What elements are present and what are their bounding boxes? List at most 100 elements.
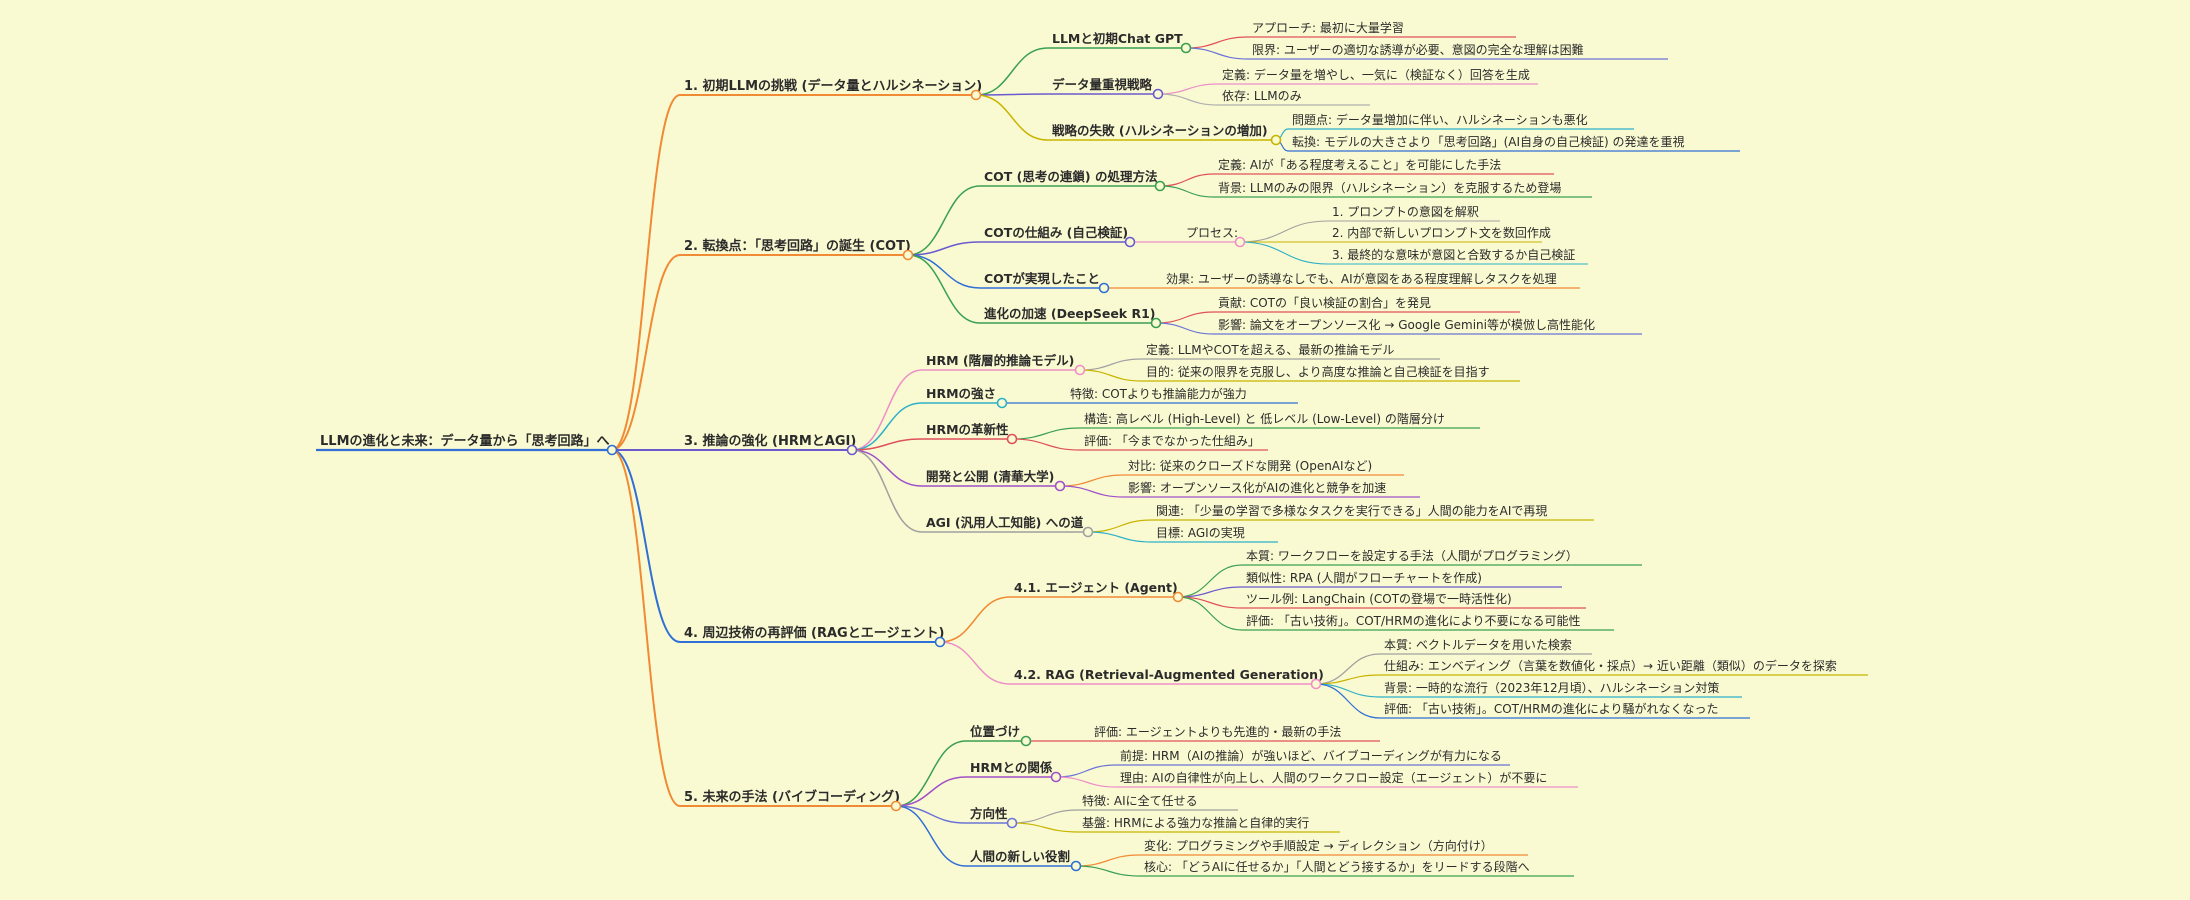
topic-collapse-toggle-2-1[interactable] [1154, 180, 1166, 192]
detail-3-3-2-label: 評価: 「今までなかった仕組み」 [1084, 433, 1260, 448]
topic-5-1-label: 位置づけ [970, 724, 1020, 739]
detail-edge-3-1-1 [1079, 358, 1143, 371]
topic-collapse-toggle-3-3[interactable] [1006, 433, 1018, 445]
detail-edge-5-2-2 [1055, 776, 1117, 788]
detail-edge-4-1-4 [1177, 596, 1243, 631]
topic-2-3-label: COTが実現したこと [984, 271, 1100, 286]
topic-collapse-toggle-1-2[interactable] [1152, 88, 1164, 100]
topic-3-1-label: HRM (階層的推論モデル) [926, 353, 1074, 368]
topic-edge-2-3 [907, 254, 981, 289]
detail-5-4-1-label: 変化: プログラミングや手順設定 → ディレクション（方向付け） [1144, 838, 1493, 853]
topic-collapse-toggle-3-2[interactable] [996, 397, 1008, 409]
topic-5-4-label: 人間の新しい役割 [970, 849, 1070, 864]
topic-collapse-toggle-3-5[interactable] [1082, 526, 1094, 538]
process-step-2-label: 2. 内部で新しいプロンプト文を数回作成 [1332, 225, 1551, 240]
detail-5-2-1-label: 前提: HRM（AIの推論）が強いほど、バイブコーディングが有力になる [1120, 748, 1502, 763]
detail-edge-5-3-1 [1011, 809, 1079, 824]
topic-edge-4-2 [939, 641, 1011, 685]
branch-1-label: 1. 初期LLMの挑戦 (データ量とハルシネーション) [684, 78, 982, 94]
branch-edge-5 [611, 449, 681, 807]
topic-collapse-toggle-5-1[interactable] [1020, 735, 1032, 747]
detail-edge-3-3-2 [1011, 438, 1081, 451]
topic-edge-5-3 [895, 805, 967, 824]
topic-edge-3-2 [851, 402, 923, 451]
detail-3-4-2-label: 影響: オープンソース化がAIの進化と競争を加速 [1128, 480, 1386, 495]
root-collapse-toggle[interactable] [606, 444, 618, 456]
topic-collapse-toggle-5-4[interactable] [1070, 860, 1082, 872]
topic-1-3-label: 戦略の失敗 (ハルシネーションの増加) [1052, 123, 1268, 138]
branch-2-label: 2. 転換点：「思考回路」の誕生 (COT) [684, 238, 911, 254]
detail-3-1-2-label: 目的: 従来の限界を克服し、より高度な推論と自己検証を目指す [1146, 364, 1490, 379]
detail-4-2-4-label: 評価: 「古い技術」。COT/HRMの進化により騒がれなくなった [1384, 701, 1719, 716]
detail-4-2-3-label: 背景: 一時的な流行（2023年12月頃）、ハルシネーション対策 [1384, 680, 1719, 695]
topic-edge-3-3 [851, 438, 923, 451]
topic-1-2-label: データ量重視戦略 [1052, 77, 1153, 92]
branch-edge-2 [611, 254, 681, 451]
detail-edge-2-1-1 [1159, 173, 1215, 187]
topic-3-2-label: HRMの強さ [926, 386, 996, 401]
topic-edge-3-5 [851, 449, 923, 533]
detail-edge-3-3-1 [1011, 427, 1081, 440]
topic-collapse-toggle-2-3[interactable] [1098, 282, 1110, 294]
topic-collapse-toggle-1-1[interactable] [1180, 42, 1192, 54]
detail-collapse-toggle[interactable] [1234, 236, 1246, 248]
topic-collapse-toggle-2-4[interactable] [1150, 317, 1162, 329]
branch-collapse-toggle-2[interactable] [902, 249, 914, 261]
detail-3-4-1-label: 対比: 従来のクローズドな開発 (OpenAIなど) [1128, 458, 1372, 473]
detail-edge-4-2-3 [1315, 683, 1381, 698]
topic-2-4-label: 進化の加速 (DeepSeek R1) [984, 306, 1156, 321]
topic-5-2-label: HRMとの関係 [970, 760, 1053, 775]
branch-collapse-toggle-5[interactable] [890, 800, 902, 812]
detail-5-1-1-label: 評価: エージェントよりも先進的・最新の手法 [1094, 724, 1341, 739]
topic-2-2-label: COTの仕組み (自己検証) [984, 225, 1128, 240]
detail-4-2-2-label: 仕組み: エンベディング（言葉を数値化・採点）→ 近い距離（類似）のデータを探索 [1384, 658, 1837, 673]
topic-5-3-label: 方向性 [970, 806, 1008, 821]
topic-collapse-toggle-3-1[interactable] [1074, 364, 1086, 376]
detail-4-1-1-label: 本質: ワークフローを設定する手法（人間がプログラミング） [1246, 548, 1578, 563]
topic-collapse-toggle-5-2[interactable] [1050, 771, 1062, 783]
root-topic-label: LLMの進化と未来：データ量から「思考回路」へ [320, 433, 610, 449]
topic-collapse-toggle-1-3[interactable] [1270, 134, 1282, 146]
detail-edge-2-1-2 [1159, 185, 1215, 198]
topic-edge-4-1 [939, 596, 1011, 643]
detail-edge-5-4-1 [1075, 854, 1141, 867]
detail-edge-2-4-1 [1155, 311, 1215, 324]
topic-edge-1-1 [975, 47, 1049, 96]
topic-edge-5-1 [895, 740, 967, 807]
step-edge-3 [1239, 241, 1329, 265]
detail-1-1-1-label: アプローチ: 最初に大量学習 [1252, 20, 1404, 35]
topic-2-1-label: COT (思考の連鎖) の処理方法 [984, 169, 1158, 184]
process-step-3-label: 3. 最終的な意味が意図と合致するか自己検証 [1332, 247, 1575, 262]
detail-4-1-2-label: 類似性: RPA (人間がフローチャートを作成) [1246, 570, 1482, 585]
topic-collapse-toggle-5-3[interactable] [1006, 817, 1018, 829]
branch-collapse-toggle-4[interactable] [934, 636, 946, 648]
detail-3-3-1-label: 構造: 高レベル (High-Level) と 低レベル (Low-Level)… [1084, 411, 1445, 426]
topic-edge-5-4 [895, 805, 967, 867]
detail-edge-3-1-2 [1079, 369, 1143, 382]
topic-collapse-toggle-3-4[interactable] [1054, 480, 1066, 492]
topic-collapse-toggle-4-1[interactable] [1172, 591, 1184, 603]
detail-edge-2-4-2 [1155, 322, 1215, 335]
detail-1-2-2-label: 依存: LLMのみ [1222, 88, 1302, 103]
detail-edge-1-2-1 [1157, 83, 1219, 95]
detail-4-2-1-label: 本質: ベクトルデータを用いた検索 [1384, 637, 1572, 652]
branch-collapse-toggle-1[interactable] [970, 89, 982, 101]
mindmap-nodes: LLMの進化と未来：データ量から「思考回路」へ 1. 初期LLMの挑戦 (データ量… [320, 20, 1837, 874]
detail-1-2-1-label: 定義: データ量を増やし、一気に（検証なく）回答を生成 [1222, 67, 1530, 82]
topic-collapse-toggle-4-2[interactable] [1310, 678, 1322, 690]
detail-edge-3-4-1 [1059, 474, 1125, 487]
topic-edge-1-3 [975, 94, 1049, 141]
detail-3-1-1-label: 定義: LLMやCOTを超える、最新の推論モデル [1146, 342, 1394, 357]
detail-5-3-2-label: 基盤: HRMによる強力な推論と自律的実行 [1082, 815, 1309, 830]
topic-collapse-toggle-2-2[interactable] [1124, 236, 1136, 248]
detail-edge-1-2-2 [1157, 93, 1219, 106]
detail-1-3-2-label: 転換: モデルの大きさより「思考回路」(AI自身の自己検証) の発達を重視 [1292, 134, 1685, 149]
topic-edge-3-4 [851, 449, 923, 487]
topic-edge-2-2 [907, 241, 981, 256]
topic-3-4-label: 開発と公開 (清華大学) [926, 469, 1054, 484]
detail-4-1-4-label: 評価: 「古い技術」。COT/HRMの進化により不要になる可能性 [1246, 613, 1581, 628]
branch-collapse-toggle-3[interactable] [846, 444, 858, 456]
topic-1-1-label: LLMと初期Chat GPT [1052, 31, 1183, 46]
topic-3-5-label: AGI (汎用人工知能) への道 [926, 515, 1084, 530]
